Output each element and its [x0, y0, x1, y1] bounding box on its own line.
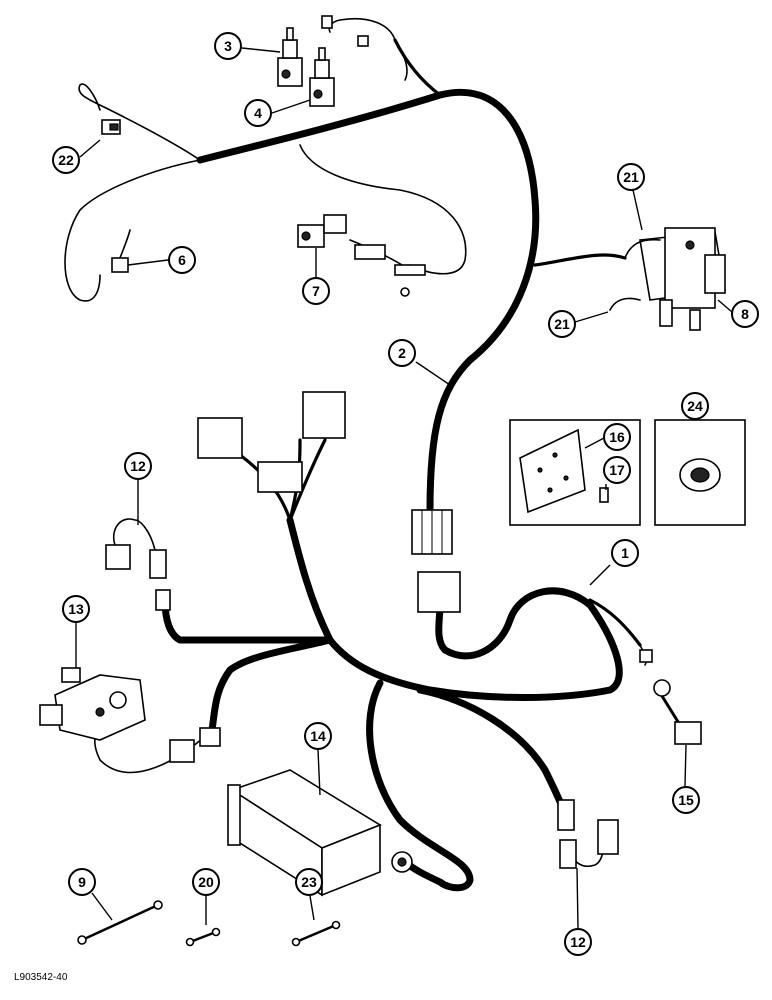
panel-box-24	[654, 419, 746, 526]
ground-strap-23	[291, 920, 341, 947]
callout-14: 14	[304, 722, 332, 750]
switch-12-lower	[557, 799, 619, 869]
harness-connector-2	[411, 509, 453, 555]
connector-7	[297, 214, 426, 297]
connector-13a	[169, 739, 195, 763]
svg-text:2: 2	[398, 345, 406, 361]
callout-23: 23	[295, 868, 323, 896]
valve-13	[39, 667, 146, 741]
valve-8	[639, 227, 726, 331]
wire-21-top	[624, 238, 661, 259]
sensor-15	[639, 644, 702, 745]
upper-wiring	[64, 17, 467, 302]
module-14	[227, 769, 413, 897]
callout-21-top: 21	[617, 163, 645, 191]
callout-12-upper: 12	[124, 452, 152, 480]
svg-text:6: 6	[178, 252, 186, 268]
svg-text:12: 12	[130, 458, 146, 474]
connector-top-1	[321, 15, 333, 29]
svg-text:14: 14	[310, 728, 326, 744]
wire-21-bottom	[609, 297, 641, 311]
callout-22: 22	[52, 146, 80, 174]
svg-text:4: 4	[254, 105, 262, 121]
svg-text:17: 17	[609, 462, 625, 478]
svg-text:23: 23	[301, 874, 317, 890]
callout-13: 13	[62, 595, 90, 623]
svg-text:22: 22	[58, 152, 74, 168]
callout-3: 3	[214, 32, 242, 60]
svg-text:16: 16	[609, 429, 625, 445]
svg-text:9: 9	[78, 874, 86, 890]
callout-8: 8	[731, 300, 759, 328]
callout-15: 15	[672, 786, 700, 814]
svg-text:21: 21	[554, 316, 570, 332]
ground-strap-9	[77, 900, 163, 945]
connector-top-2	[357, 35, 369, 47]
switch-6	[111, 257, 129, 273]
callout-4: 4	[244, 99, 272, 127]
switch-12-upper	[105, 544, 171, 611]
leader-lines	[75, 47, 733, 929]
callout-7: 7	[302, 277, 330, 305]
switch-3	[277, 27, 303, 87]
callout-1: 1	[611, 539, 639, 567]
svg-text:20: 20	[198, 874, 214, 890]
connector-group	[197, 391, 461, 613]
svg-text:21: 21	[623, 169, 639, 185]
connector-13b	[199, 727, 221, 747]
callout-2: 2	[388, 339, 416, 367]
svg-text:7: 7	[312, 283, 320, 299]
switch-4	[309, 47, 335, 107]
callout-16: 16	[603, 423, 631, 451]
callout-12-lower: 12	[564, 928, 592, 956]
svg-text:13: 13	[68, 601, 84, 617]
callout-20: 20	[192, 868, 220, 896]
svg-text:8: 8	[741, 306, 749, 322]
callout-21-bottom: 21	[548, 310, 576, 338]
sensor-22	[101, 119, 121, 135]
svg-text:12: 12	[570, 934, 586, 950]
svg-text:24: 24	[687, 398, 703, 414]
ground-strap-20	[185, 927, 221, 947]
callout-17: 17	[603, 456, 631, 484]
svg-text:1: 1	[621, 545, 629, 561]
callout-9: 9	[68, 868, 96, 896]
callout-24: 24	[681, 392, 709, 420]
svg-text:3: 3	[224, 38, 232, 54]
callout-6: 6	[168, 246, 196, 274]
figure-code: L903542-40	[14, 972, 68, 983]
svg-text:15: 15	[678, 792, 694, 808]
